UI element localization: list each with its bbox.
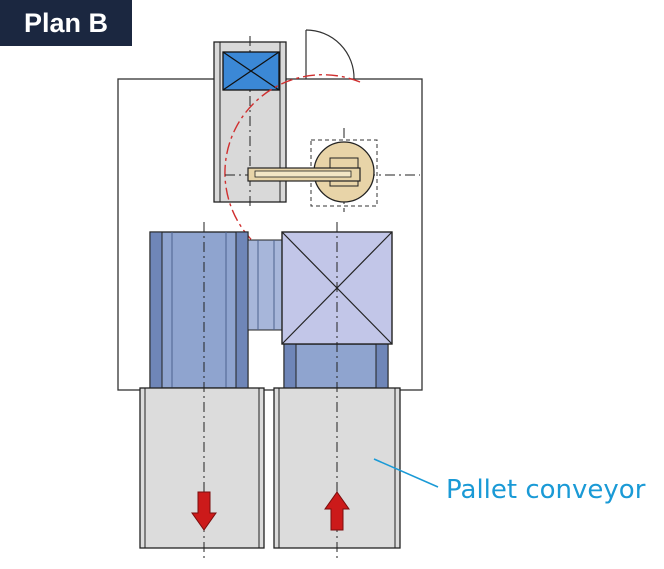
pallet-conveyor-callout: Pallet conveyor [446,475,646,505]
access-door [305,29,355,80]
robot-reach-arc [224,74,361,269]
palletizing-robot [225,128,420,212]
infeed-roller-conveyor [283,343,389,389]
arrow-down-icon [191,491,217,531]
callout-leader [373,458,439,488]
arrow-up-icon [324,491,350,531]
outfeed-roller-conveyor [149,231,285,389]
crate-infeed-conveyor [213,36,287,210]
plan-title-badge: Plan B [0,0,132,46]
